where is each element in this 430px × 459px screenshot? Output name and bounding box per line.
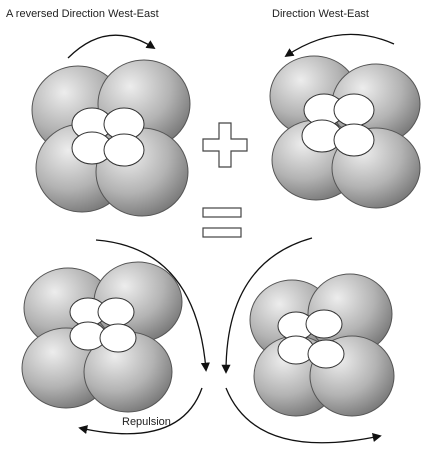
cluster-bottom-left [21, 261, 183, 413]
rotation-arrow-icon [225, 387, 382, 444]
right-title-label: Direction West-East [272, 8, 369, 20]
equals-icon [202, 207, 242, 238]
nucleus [333, 93, 375, 127]
plus-icon [202, 122, 248, 168]
left-title-label: A reversed Direction West-East [6, 8, 159, 20]
nucleus [97, 297, 135, 327]
repulsion-label: Repulsion [122, 416, 171, 428]
rotation-arrow-icon [67, 34, 156, 59]
nucleus [333, 123, 375, 157]
nucleus [307, 339, 345, 369]
rotation-arrow-icon [221, 237, 313, 374]
rotation-arrow-icon [95, 239, 210, 372]
nucleus [103, 133, 145, 167]
cluster-top-right [269, 55, 421, 209]
nucleus [305, 309, 343, 339]
cluster-top-left [31, 59, 191, 217]
cluster-bottom-right [249, 273, 395, 417]
rotation-arrow-icon [284, 33, 395, 58]
rotation-arrow-icon [78, 387, 203, 435]
nucleus [99, 323, 137, 353]
